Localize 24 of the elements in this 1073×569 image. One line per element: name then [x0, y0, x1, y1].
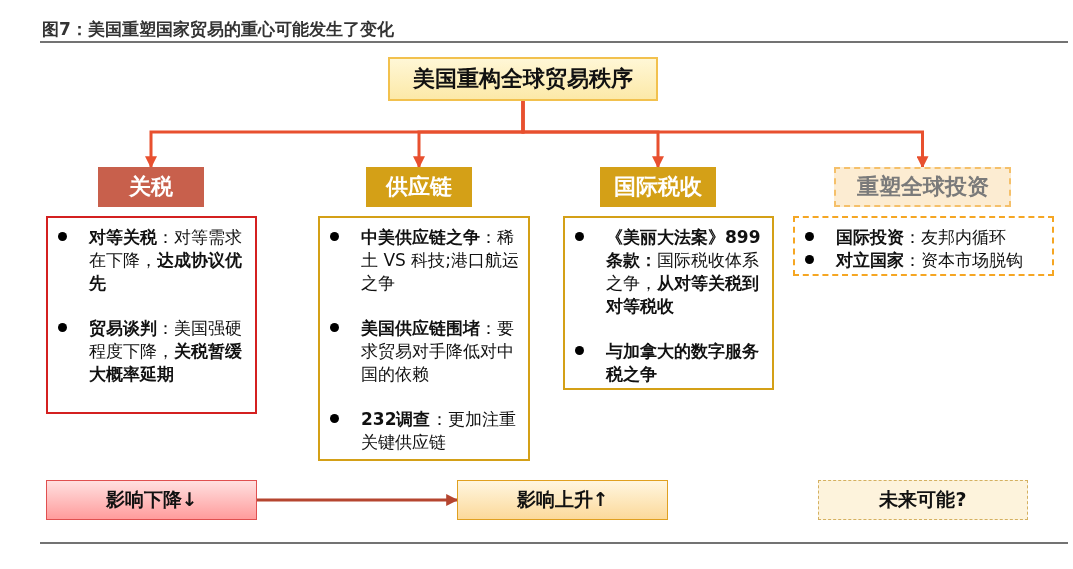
content-box [793, 216, 1054, 276]
bullet-text: 与加拿大的数字服务税之争 [606, 340, 760, 386]
bullet-text: 美国供应链围堵：要求贸易对手降低对中国的依赖 [361, 317, 515, 386]
bullet-text: 对立国家：资本市场脱钩 [836, 249, 1023, 272]
bullet-text: 中美供应链之争：稀土 VS 科技;港口航运之争 [361, 226, 520, 295]
impact-box: 未来可能? [818, 480, 1028, 520]
bullet-text: 对等关税：对等需求在下降，达成协议优先 [89, 226, 243, 295]
bullet-text: 国际投资：友邦内循环 [836, 226, 1006, 249]
arrow [521, 101, 929, 169]
category-header: 供应链 [366, 167, 472, 207]
bullet-text: 贸易谈判：美国强硬程度下降，关税暂缓大概率延期 [89, 317, 243, 386]
content-box [563, 216, 774, 390]
impact-box: 影响下降↓ [46, 480, 257, 520]
content-box [318, 216, 530, 461]
category-header: 关税 [98, 167, 204, 207]
arrow [257, 494, 459, 506]
title-box: 美国重构全球贸易秩序 [388, 57, 658, 101]
category-header: 重塑全球投资 [834, 167, 1011, 207]
bullet-text: 232调查：更加注重关键供应链 [361, 408, 517, 454]
impact-box: 影响上升↑ [457, 480, 668, 520]
content-box [46, 216, 257, 414]
bullet-text: 《美丽大法案》899条款：国际税收体系之争，从对等关税到对等税收 [606, 226, 762, 318]
figure-title: 图7：美国重塑国家贸易的重心可能发生了变化 [42, 18, 394, 41]
category-header: 国际税收 [600, 167, 716, 207]
